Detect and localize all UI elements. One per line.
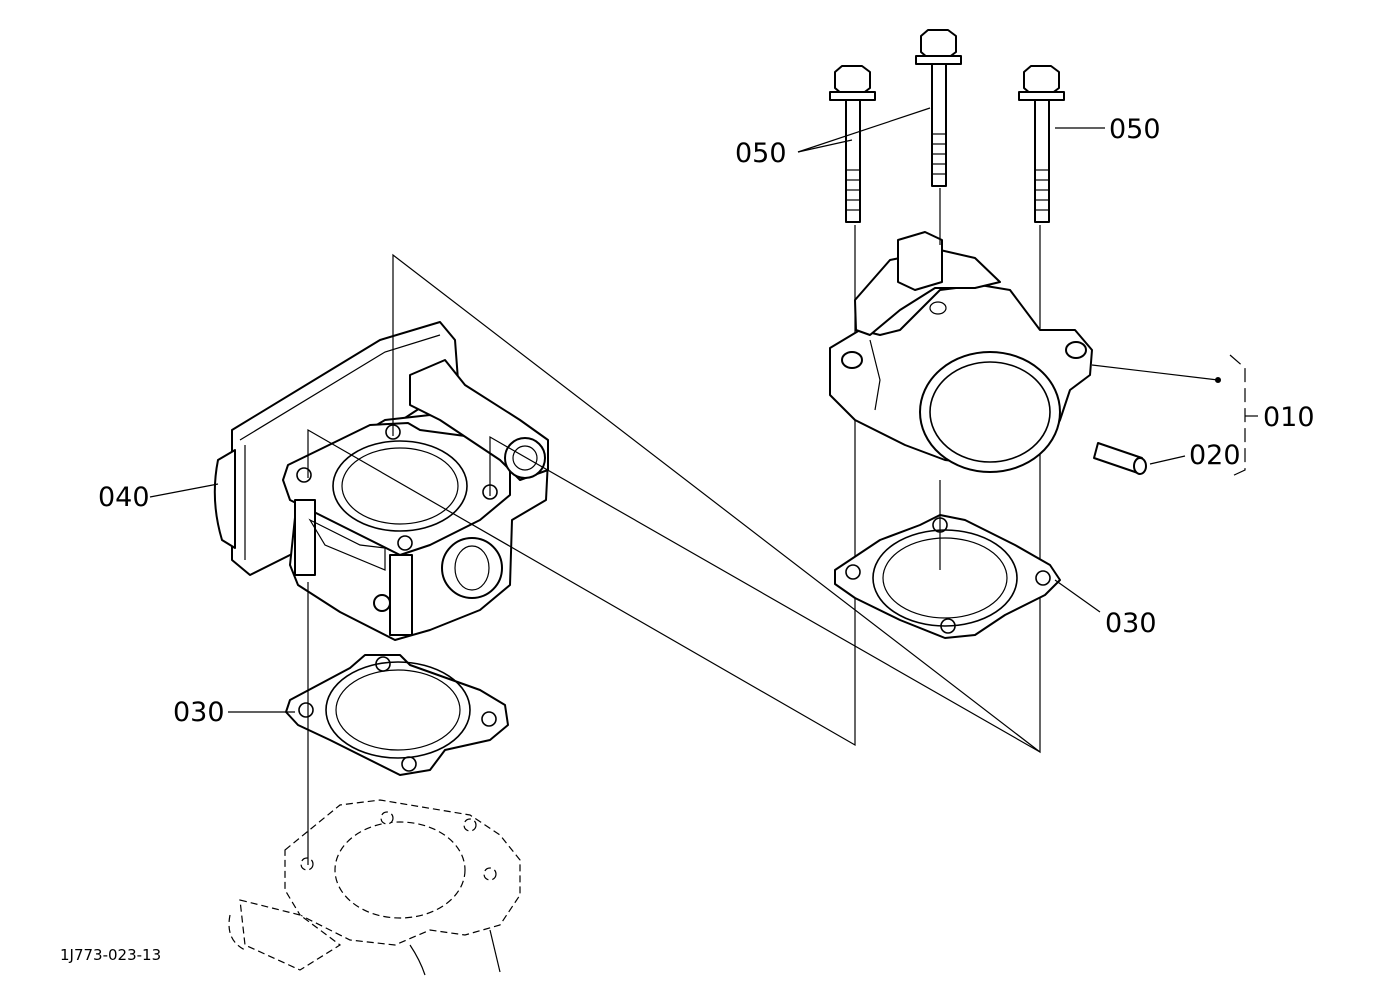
label-gasket-right: 030 <box>1105 608 1157 639</box>
leader-lines <box>149 107 1258 713</box>
label-pin: 020 <box>1189 440 1241 471</box>
leader-dot <box>1215 377 1221 383</box>
label-bolt-right: 050 <box>1109 114 1161 145</box>
diagram-code: 1J773-023-13 <box>60 946 161 964</box>
gasket-left <box>285 654 509 776</box>
intake-manifold-dashed <box>228 799 521 976</box>
label-assembly: 010 <box>1263 402 1315 433</box>
bolt-3 <box>1018 65 1065 223</box>
alignment-lines <box>307 225 1041 865</box>
label-gasket-left: 030 <box>173 697 225 728</box>
label-valve: 040 <box>98 482 150 513</box>
dowel-pin <box>1093 442 1147 475</box>
egr-valve-body <box>213 321 549 641</box>
bolt-2 <box>915 29 962 187</box>
outlet-pipe <box>829 231 1093 473</box>
gasket-right <box>834 480 1061 639</box>
label-bolt-left: 050 <box>735 138 787 169</box>
bolt-1 <box>829 65 876 223</box>
